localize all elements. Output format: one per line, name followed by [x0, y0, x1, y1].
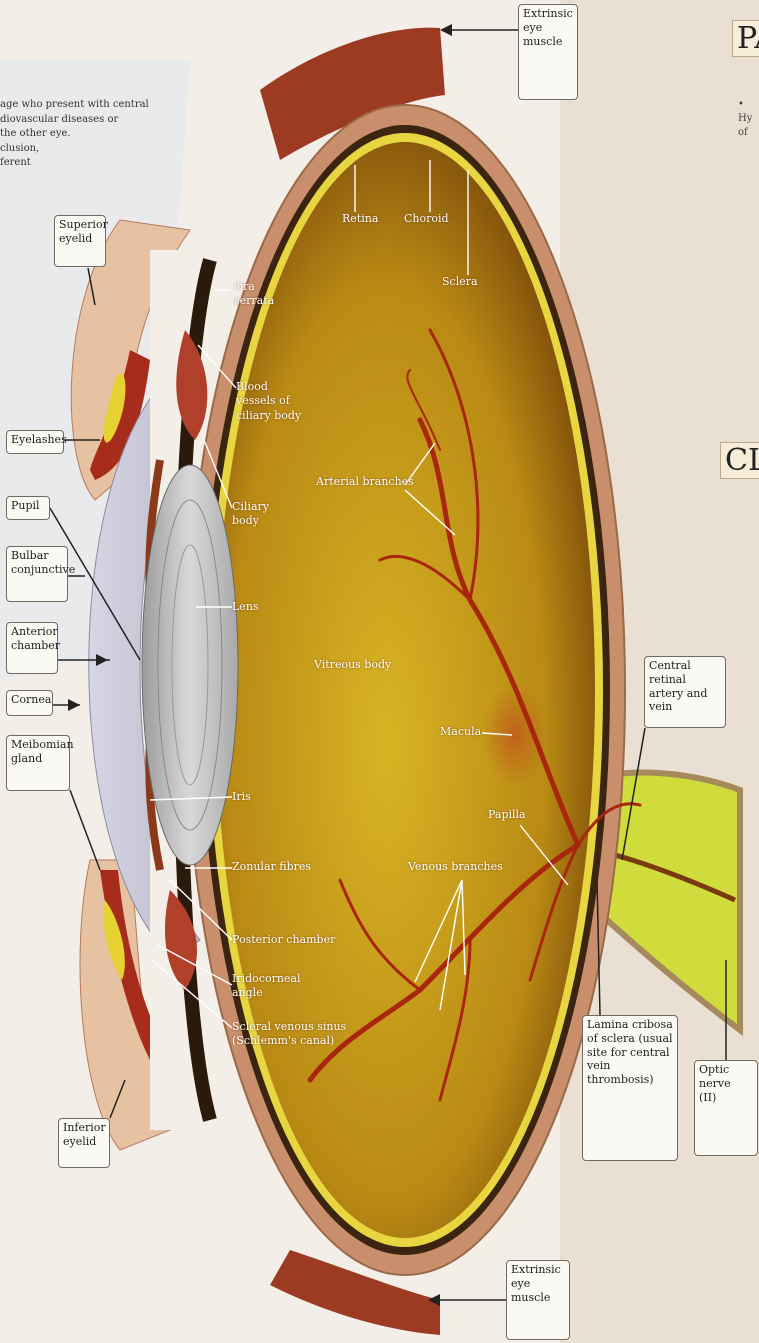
right-bullet-text: • Hy of [738, 98, 759, 140]
right-heading-pa: PA [732, 20, 759, 57]
arterial-branches-label: Arterial branches [316, 475, 414, 489]
ciliary-body-label: Ciliary body [232, 500, 269, 529]
cornea-label: Cornea [6, 690, 53, 716]
lamina-cribosa-label: Lamina cribosa of sclera (usual site for… [582, 1015, 678, 1161]
lens-shape [142, 465, 238, 865]
iridocorneal-angle-label: Iridocorneal angle [232, 972, 301, 1001]
extrinsic-eye-muscle-bottom-label: Extrinsic eye muscle [506, 1260, 570, 1340]
iris-label: Iris [232, 790, 251, 804]
right-heading-cl: CL [720, 442, 759, 479]
zonular-fibres-label: Zonular fibres [232, 860, 311, 874]
eyelashes-label: Eyelashes [6, 430, 64, 454]
venous-branches-label: Venous branches [408, 860, 503, 874]
inferior-eyelid-label: Inferior eyelid [58, 1118, 110, 1168]
vitreous-body-label: Vitreous body [314, 658, 391, 672]
anterior-chamber-label: Anterior chamber [6, 622, 58, 674]
scleral-venous-sinus-label: Scleral venous sinus (Schlemm's canal) [232, 1020, 346, 1049]
lens-label: Lens [232, 600, 259, 614]
meibomian-gland-label: Meibomian gland [6, 735, 70, 791]
background-text-snippet: age who present with central diovascular… [0, 98, 160, 171]
optic-nerve-label: Optic nerve (II) [694, 1060, 758, 1156]
macula-label: Macula [440, 725, 481, 739]
choroid-label: Choroid [404, 212, 449, 226]
central-retinal-artery-vein-label: Central retinal artery and vein [644, 656, 726, 728]
superior-eyelid-label: Superior eyelid [54, 215, 106, 267]
pupil-label: Pupil [6, 496, 50, 520]
papilla-label: Papilla [488, 808, 526, 822]
blood-vessels-ciliary-label: Blood vessels of ciliary body [236, 380, 301, 423]
sclera-label: Sclera [442, 275, 478, 289]
macula-spot [483, 683, 547, 787]
bulbar-conjunctive-label: Bulbar conjunctive [6, 546, 68, 602]
posterior-chamber-label: Posterior chamber [232, 933, 335, 947]
ora-serrata-label: Ora serrata [234, 280, 274, 309]
retina-label: Retina [342, 212, 378, 226]
extrinsic-eye-muscle-top-label: Extrinsic eye muscle [518, 4, 578, 100]
